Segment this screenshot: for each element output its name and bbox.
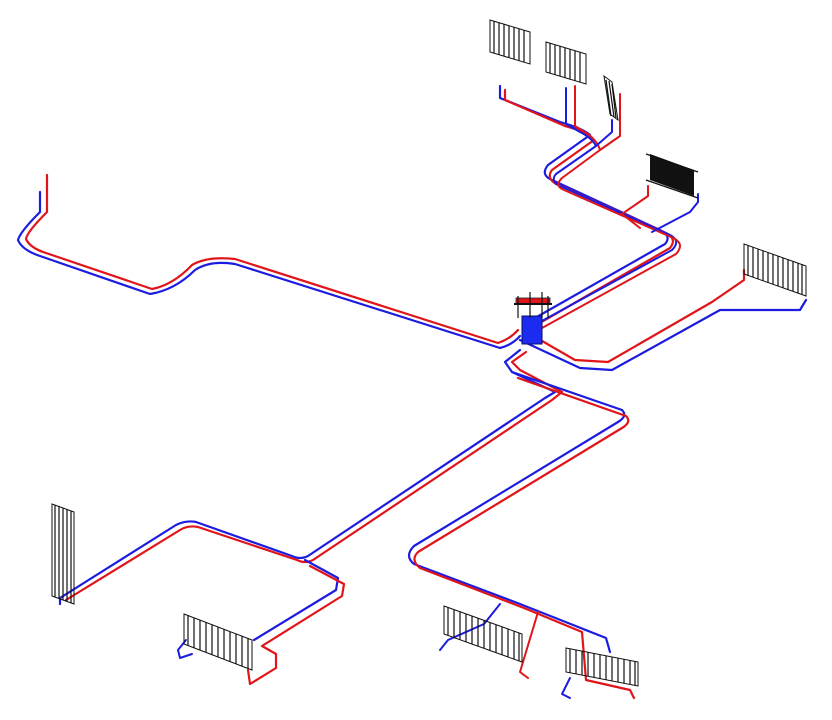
radiator-r5 <box>743 243 807 297</box>
radiator-r7 <box>183 613 253 671</box>
radiator-r1 <box>489 19 531 65</box>
radiator-r6 <box>51 503 75 605</box>
pipe-branch-top <box>498 84 681 329</box>
radiator-r4 <box>645 153 699 199</box>
manifold <box>514 292 552 345</box>
pipe-branch-lower-right <box>407 370 636 700</box>
pipe-branch-r5 <box>518 268 808 372</box>
pipe-branch-lower-left <box>58 348 564 686</box>
radiator-r3 <box>603 74 619 122</box>
pipe-branch-left-riser <box>16 173 522 350</box>
radiator-r9 <box>565 647 639 687</box>
radiator-r8 <box>443 605 523 663</box>
radiator-r2 <box>545 41 587 85</box>
